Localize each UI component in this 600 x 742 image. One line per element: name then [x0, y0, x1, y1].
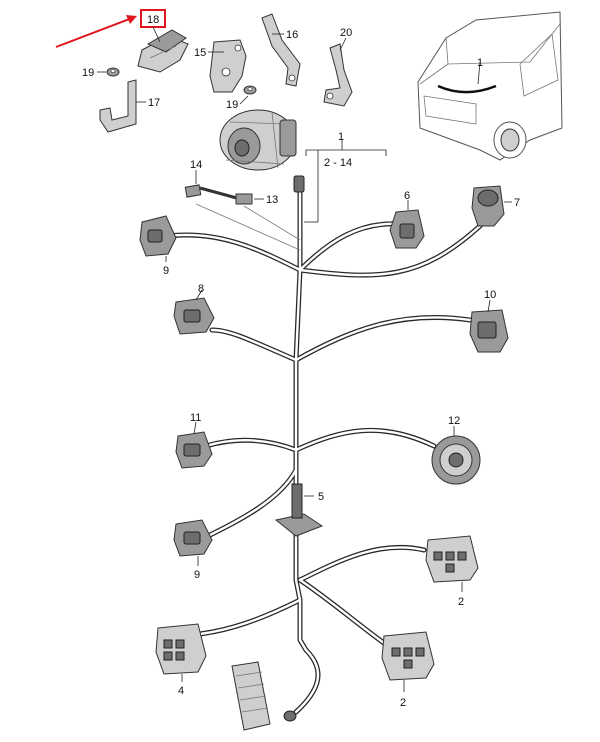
loose-terminals[interactable] — [231, 661, 271, 731]
highlight-arrowhead — [126, 15, 137, 24]
connector-4[interactable] — [155, 623, 207, 682]
wiring-harness[interactable] — [165, 183, 483, 715]
callout-4: 4 — [178, 685, 184, 697]
connector-12[interactable] — [431, 426, 481, 485]
part-19-nut-b[interactable] — [239, 85, 257, 105]
callout-7: 7 — [514, 197, 520, 209]
van-illustration — [417, 11, 563, 161]
connector-6[interactable] — [389, 200, 425, 249]
part-19-nut[interactable] — [97, 67, 120, 77]
part-5-grommet[interactable] — [274, 483, 324, 537]
part-15-bracket[interactable] — [208, 39, 247, 93]
connector-2-right[interactable] — [425, 535, 479, 592]
callout-10: 10 — [484, 289, 496, 301]
callout-6: 6 — [404, 190, 410, 202]
callout-18: 18 — [147, 14, 159, 26]
callout-labels: 18 19 17 15 16 19 20 1 1 2 - 14 14 13 6 … — [82, 14, 520, 709]
connector-11[interactable] — [175, 421, 213, 469]
part-13-clip[interactable] — [195, 193, 301, 251]
alternator[interactable] — [219, 109, 297, 171]
ring-terminal[interactable] — [283, 710, 297, 722]
callout-2-bottom: 2 — [400, 697, 406, 709]
callout-19-b: 19 — [226, 99, 238, 111]
callout-8: 8 — [198, 283, 204, 295]
part-17-bracket[interactable] — [99, 79, 146, 133]
callout-12: 12 — [448, 415, 460, 427]
harness-top-terminal[interactable] — [293, 175, 305, 193]
part-20-bracket[interactable] — [323, 37, 353, 107]
connector-7[interactable] — [471, 185, 512, 227]
connector-2-bottom[interactable] — [381, 631, 435, 692]
connector-9-bottom[interactable] — [173, 519, 213, 566]
callout-2-right: 2 — [458, 596, 464, 608]
callout-17: 17 — [148, 97, 160, 109]
callout-9-bottom: 9 — [194, 569, 200, 581]
callout-5: 5 — [318, 491, 324, 503]
callout-15: 15 — [194, 47, 206, 59]
callout-1-van: 1 — [477, 57, 483, 69]
connector-9-top[interactable] — [139, 215, 177, 262]
connector-8[interactable] — [173, 289, 215, 335]
callout-19-a: 19 — [82, 67, 94, 79]
callout-20: 20 — [340, 27, 352, 39]
part-18-clip[interactable] — [137, 26, 189, 73]
connector-10[interactable] — [469, 299, 509, 353]
callout-2-14: 2 - 14 — [324, 157, 352, 169]
part-14-bolt[interactable] — [184, 170, 245, 202]
callout-16: 16 — [286, 29, 298, 41]
callout-1-harness: 1 — [338, 131, 344, 143]
callout-11: 11 — [190, 412, 201, 424]
group-bracket-2-14 — [304, 140, 387, 223]
callout-9-top: 9 — [163, 265, 169, 277]
callout-14: 14 — [190, 159, 202, 171]
callout-13: 13 — [266, 194, 278, 206]
highlight-arrow — [55, 17, 133, 48]
part-16-bracket[interactable] — [261, 13, 301, 87]
